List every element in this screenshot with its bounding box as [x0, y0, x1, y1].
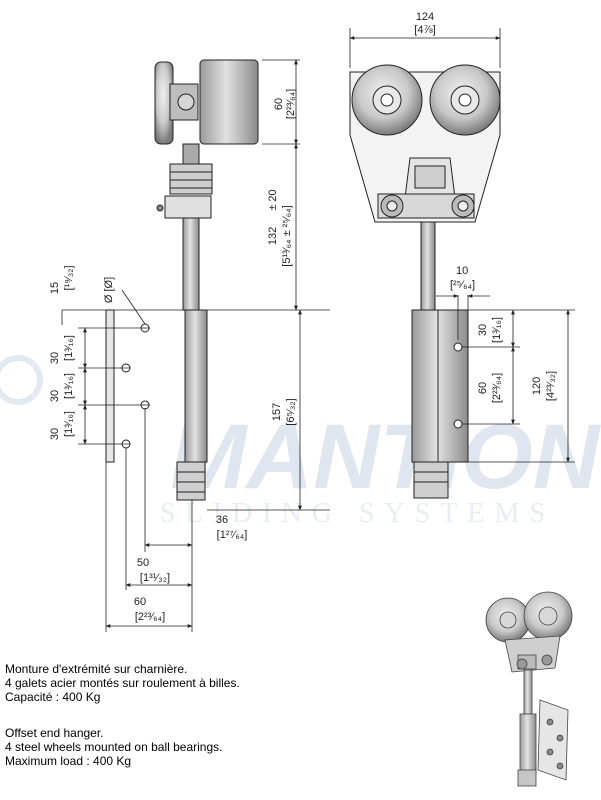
- dim-offset60-in: [2²³⁄₆₄]: [135, 611, 165, 623]
- bracket-plate: [184, 309, 208, 463]
- wheel-drum: [199, 59, 259, 145]
- watermark-logo-icon: [0, 355, 43, 405]
- product-render: [485, 591, 573, 787]
- hinge-plate: [105, 309, 115, 463]
- dim-right120: 120: [531, 377, 543, 395]
- dim-hole-symbol: Ø [Ø]: [103, 277, 115, 303]
- desc-fr-line-3: Capacité : 400 Kg: [5, 690, 101, 704]
- dim-right60-in: [2²³⁄₆₄]: [491, 373, 503, 403]
- dim-pitch1: 30: [49, 352, 61, 364]
- dim-offset50-in: [1³¹⁄₃₂]: [140, 572, 170, 584]
- dim-hanger-tol: ± 20: [267, 189, 279, 210]
- dim-hanger: 132: [267, 227, 279, 245]
- axle-nut-icon: [177, 93, 195, 111]
- front-hole-2: [453, 419, 463, 429]
- dim-offset60: 60: [134, 596, 146, 608]
- dim-right10-in: [²⁵⁄₆₄]: [450, 279, 475, 291]
- dim-wheel: 60: [273, 98, 285, 110]
- dim-pitch3-in: [1³⁄₁₆]: [63, 411, 75, 437]
- description-french: Monture d'extrémité sur charnière. 4 gal…: [5, 662, 240, 704]
- desc-en-line-3: Maximum load : 400 Kg: [5, 754, 132, 768]
- dim-pitch2: 30: [49, 390, 61, 402]
- description-english: Offset end hanger. 4 steel wheels mounte…: [5, 726, 222, 768]
- dim-right120-in: [4²³⁄₃₂]: [545, 371, 557, 401]
- dim-offset36: 36: [216, 514, 228, 526]
- watermark-brand: MANTION: [170, 406, 601, 508]
- adjust-nut: [169, 163, 213, 195]
- dim-wheel-in: [2²³⁄₆₄]: [285, 89, 297, 119]
- desc-fr-line-2: 4 galets acier montés sur roulement à bi…: [5, 676, 240, 690]
- dim-bracket: 157: [271, 403, 283, 421]
- dim-pitch2-in: [1³⁄₁₆]: [63, 373, 75, 399]
- dim-right10: 10: [456, 265, 468, 277]
- dim-width-in: [4⅞]: [414, 24, 435, 36]
- front-bottom-nut: [413, 461, 449, 499]
- side-view: [105, 59, 259, 501]
- lock-nut: [164, 195, 212, 219]
- dim-width: 124: [416, 11, 434, 23]
- threaded-rod: [182, 217, 200, 311]
- dim-hanger-in: [5¹³⁄₆₄ ± ²⁵⁄₆₄]: [281, 205, 293, 266]
- dim-bracket-in: [6⁵⁄₃₂]: [285, 398, 297, 425]
- front-rod: [420, 221, 436, 311]
- dim-pitch3: 30: [49, 428, 61, 440]
- bottom-nut: [176, 461, 206, 501]
- dim-right60: 60: [477, 382, 489, 394]
- dim-left-top-in: [¹⁹⁄₃₂]: [63, 265, 75, 290]
- desc-en-line-2: 4 steel wheels mounted on ball bearings.: [5, 740, 223, 754]
- desc-fr-line-1: Monture d'extrémité sur charnière.: [5, 662, 188, 676]
- front-dimensions: [349, 28, 575, 463]
- watermark-tagline: SLIDING SYSTEMS: [160, 498, 555, 529]
- front-hole-1: [453, 342, 463, 352]
- desc-en-line-1: Offset end hanger.: [5, 726, 104, 740]
- dim-right30-in: [1³⁄₁₆]: [491, 317, 503, 343]
- front-plate: [411, 309, 469, 463]
- dim-offset50: 50: [137, 557, 149, 569]
- front-view: [349, 64, 501, 499]
- dim-left-top: 15: [49, 282, 61, 294]
- dim-offset36-in: [1²⁷⁄₆₄]: [217, 529, 248, 541]
- watermark: MANTION SLIDING SYSTEMS: [0, 355, 601, 529]
- side-dimensions: [61, 59, 330, 632]
- dim-pitch1-in: [1³⁄₁₆]: [63, 335, 75, 361]
- dim-right30: 30: [477, 324, 489, 336]
